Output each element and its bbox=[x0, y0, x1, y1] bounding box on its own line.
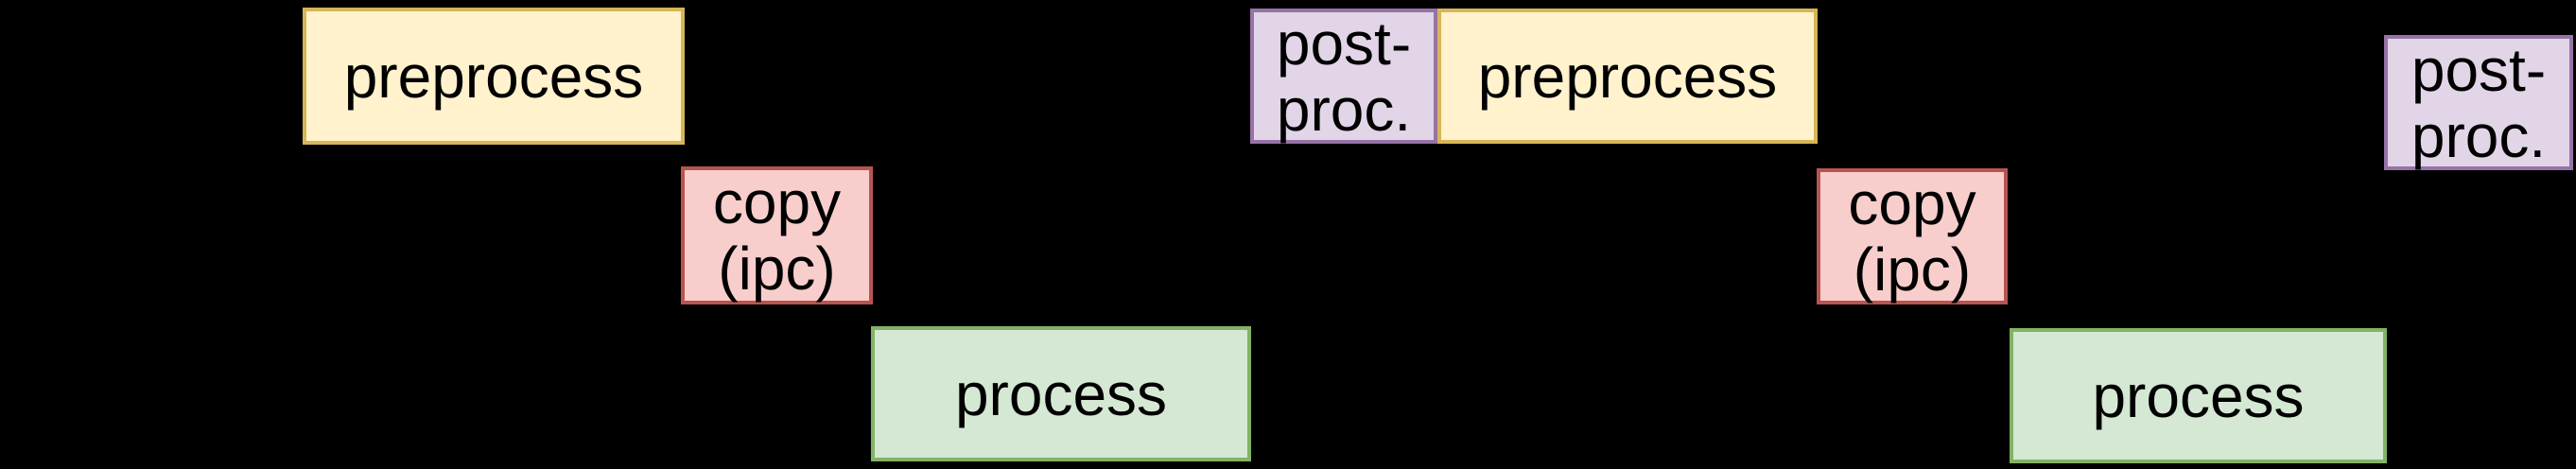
task-box-post-proc-2-label-line-1: post- bbox=[2411, 35, 2547, 104]
task-box-copy-ipc-2-label-line-1: copy bbox=[1848, 169, 1976, 237]
task-box-copy-ipc-2: copy (ipc) bbox=[1817, 168, 2008, 304]
task-box-copy-ipc-1-label-line-1: copy bbox=[712, 168, 842, 236]
task-box-post-proc-1-label-line-1: post- bbox=[1276, 9, 1412, 78]
task-box-post-proc-2-label-line-2: proc. bbox=[2411, 101, 2547, 170]
task-box-preprocess-2-label: preprocess bbox=[1477, 42, 1778, 111]
task-box-process-2: process bbox=[2010, 328, 2387, 463]
task-box-process-1-label: process bbox=[954, 359, 1168, 428]
task-box-preprocess-1: preprocess bbox=[303, 8, 685, 145]
task-box-post-proc-2: post- proc. bbox=[2384, 35, 2573, 170]
task-box-preprocess-2: preprocess bbox=[1437, 9, 1818, 144]
task-box-preprocess-1-label: preprocess bbox=[343, 42, 644, 111]
task-box-post-proc-1: post- proc. bbox=[1250, 9, 1437, 144]
task-box-copy-ipc-2-label-line-2: (ipc) bbox=[1853, 235, 1972, 304]
task-box-post-proc-1-label-line-2: proc. bbox=[1276, 75, 1412, 144]
task-box-process-1: process bbox=[871, 326, 1251, 461]
task-box-copy-ipc-1: copy (ipc) bbox=[681, 166, 873, 304]
task-box-copy-ipc-1-label-line-2: (ipc) bbox=[718, 234, 836, 303]
task-box-process-2-label: process bbox=[2092, 361, 2305, 430]
